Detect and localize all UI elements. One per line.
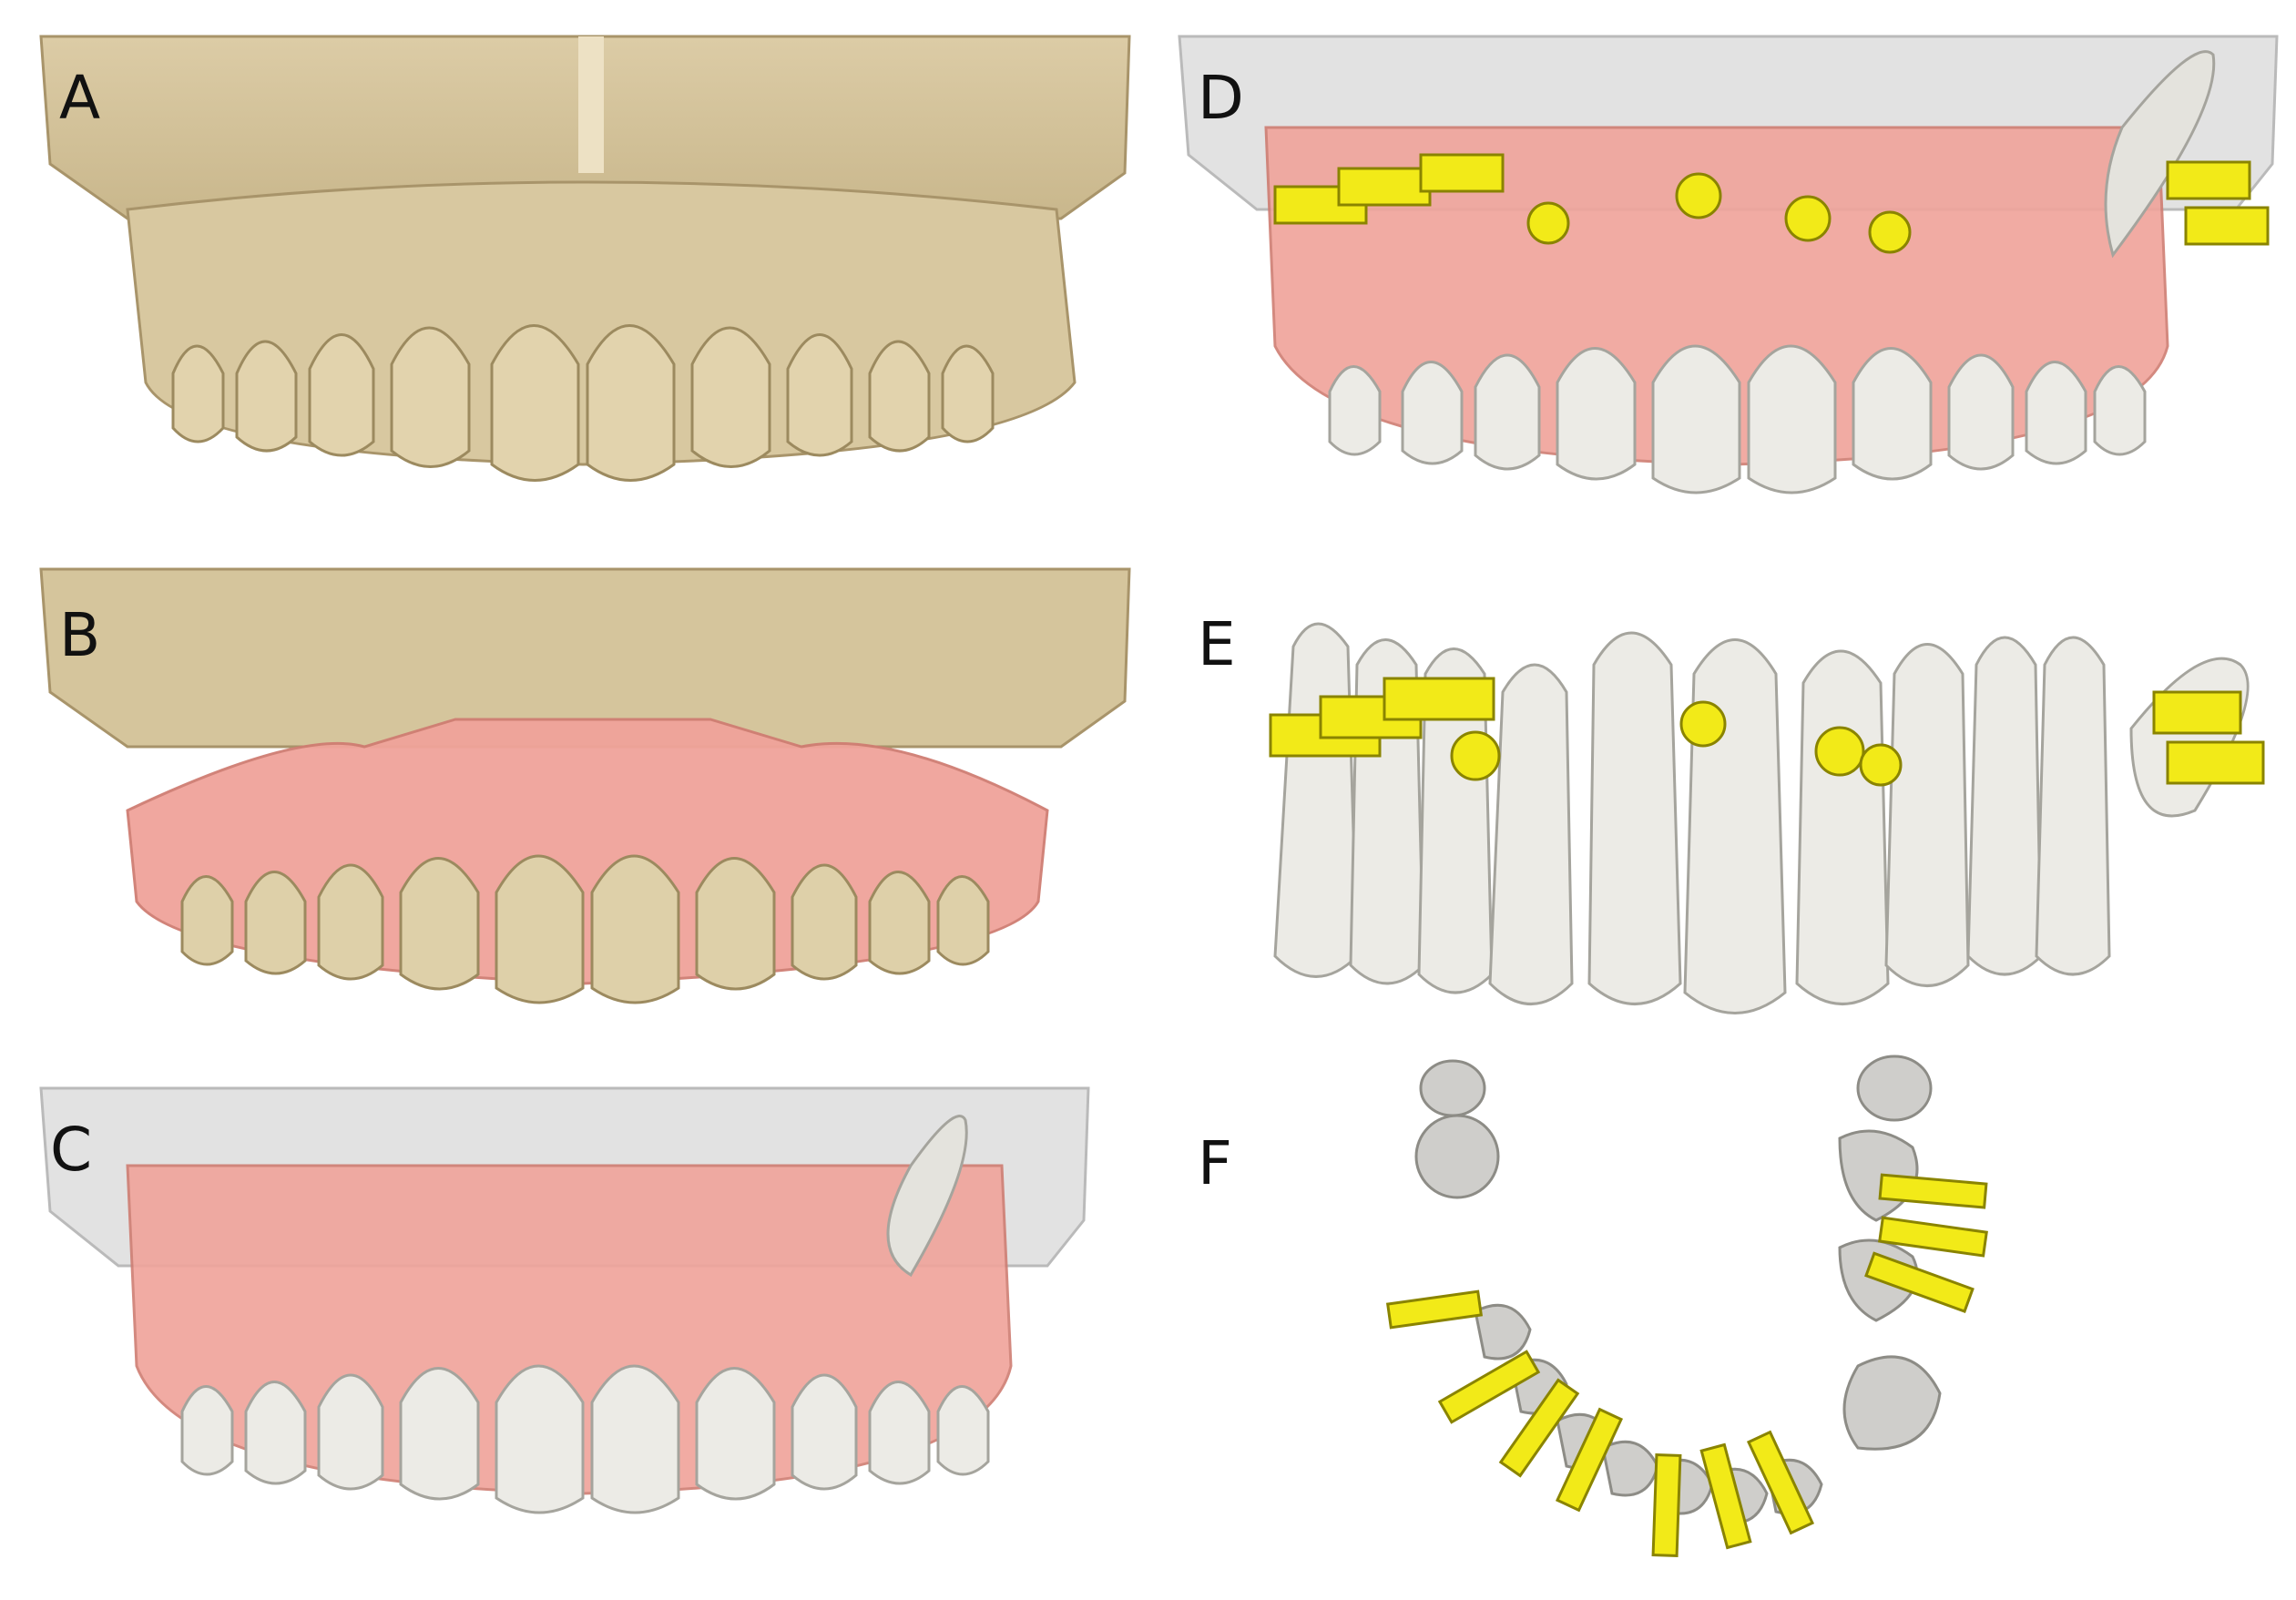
impacted-canine [886,1115,968,1278]
panel-label-d: D [1198,63,1244,133]
cast-with-gingiva-render [39,567,1131,1004]
occlusal-view-render [1385,1055,1988,1557]
guide-with-teeth-render [39,1086,1090,1514]
panel-b: B [0,537,1148,1065]
natural-teeth [180,1364,990,1514]
panel-label-e: E [1198,609,1236,679]
panel-label-f: F [1198,1128,1232,1198]
panel-e: E [1148,537,2296,1065]
impacted-canine [2104,50,2216,259]
teeth-and-pins-render [1269,622,2265,1014]
panel-label-a: A [59,63,101,133]
panel-c: C [0,1065,1148,1600]
cast-model-render [39,35,1131,482]
cast-base [39,567,1131,749]
cast-midline-ridge [578,36,604,173]
panel-label-c: C [50,1115,93,1185]
implant-pins [1269,677,2265,787]
natural-teeth [1328,344,2147,494]
panel-f: F [1148,1055,2296,1600]
implant-pins [1385,1173,1988,1557]
panel-label-b: B [59,600,101,670]
implant-pins [1273,153,2270,254]
panel-a: A [0,0,1148,537]
cast-teeth [171,324,995,482]
panel-d: D [1148,0,2296,537]
cast-teeth [180,854,990,1004]
guide-with-implant-pins-render [1178,35,2279,494]
occlusal-teeth [1414,1055,1942,1524]
